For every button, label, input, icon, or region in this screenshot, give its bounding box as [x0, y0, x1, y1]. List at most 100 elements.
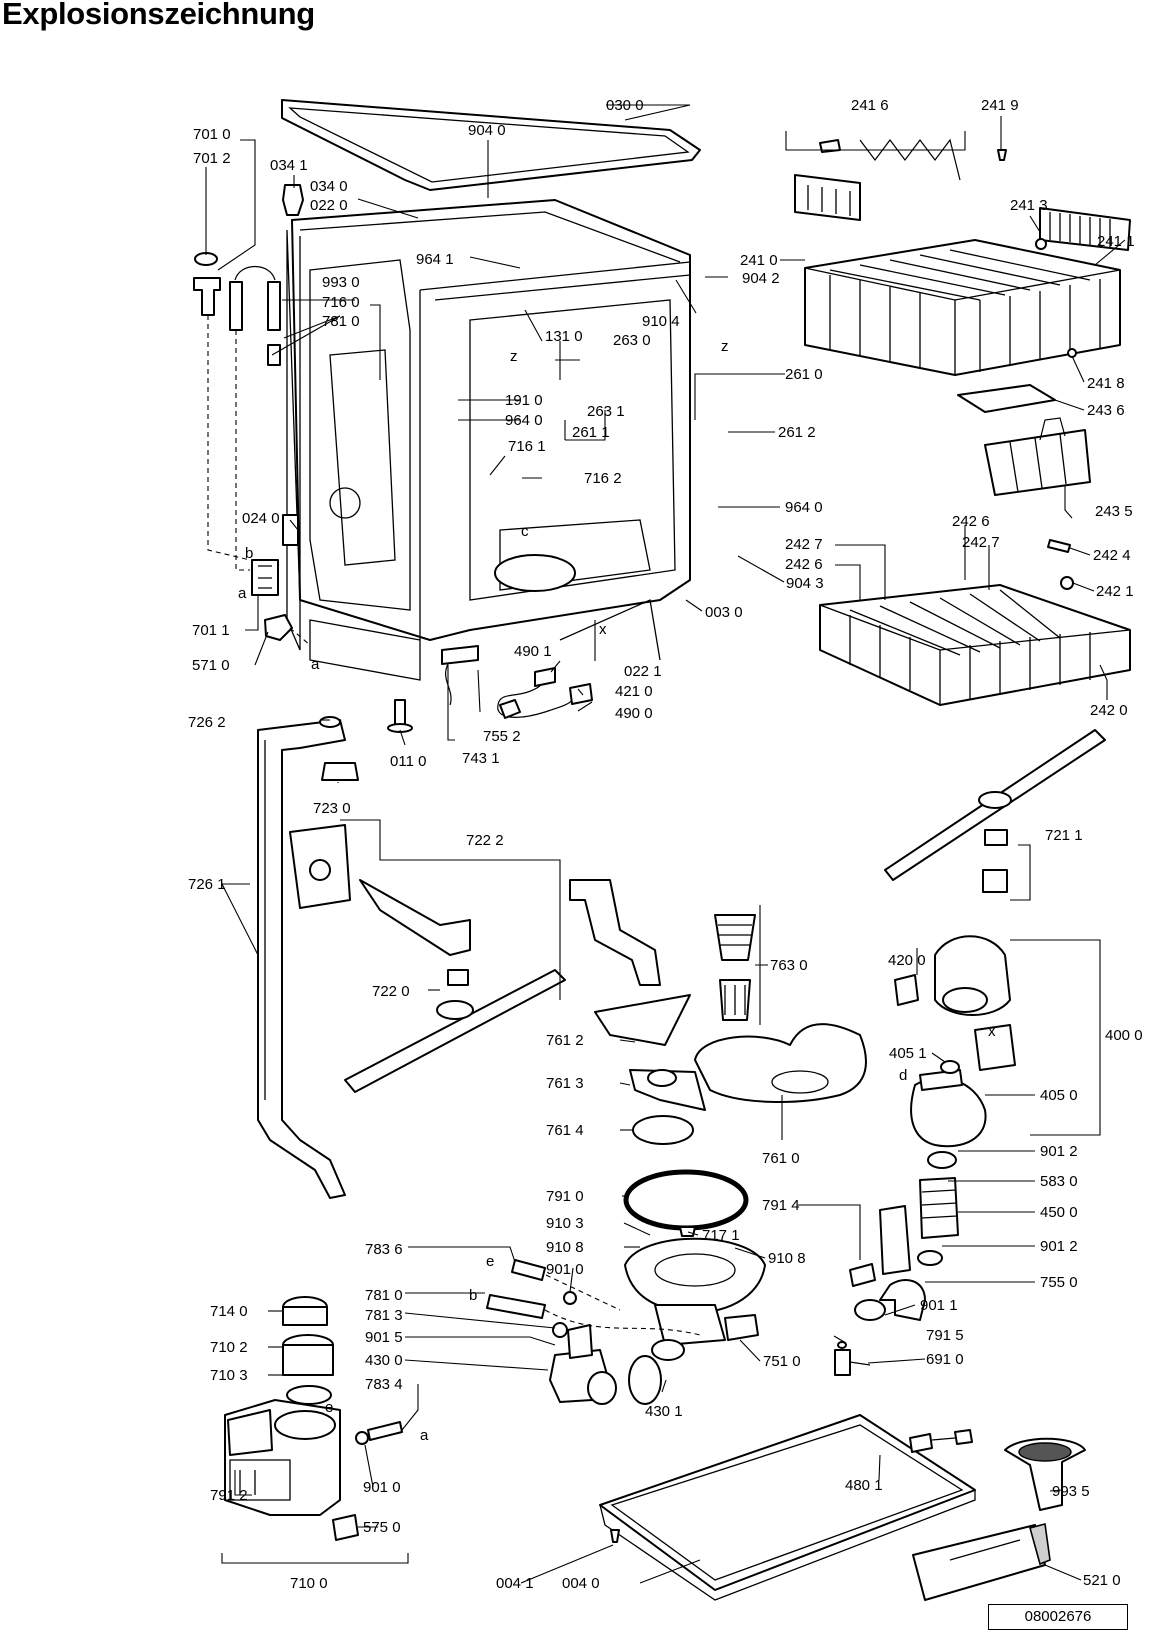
callout-993-0: 993 0 — [322, 274, 360, 291]
callout-781-0-b: 781 0 — [365, 1287, 403, 1304]
callout-701-2: 701 2 — [193, 150, 231, 167]
callout-783-4: 783 4 — [365, 1376, 403, 1393]
cutlery-basket-243-5 — [984, 417, 1091, 496]
sump-751-0 — [624, 1237, 766, 1361]
callout-791-2: 791 2 — [210, 1487, 248, 1504]
sensor-691-0 — [834, 1341, 871, 1376]
callout-421-0: 421 0 — [615, 683, 653, 700]
callout-450-0: 450 0 — [1040, 1204, 1078, 1221]
callout-571-0: 571 0 — [192, 657, 230, 674]
marker-a-2: a — [311, 656, 320, 673]
callout-242-7-a: 242 7 — [785, 536, 823, 553]
callout-743-1: 743 1 — [462, 750, 500, 767]
feed-pipe-726 — [257, 716, 346, 1199]
callout-791-0: 791 0 — [546, 1188, 584, 1205]
foot-011-0 — [387, 699, 413, 733]
callout-241-0: 241 0 — [740, 252, 778, 269]
callout-131-0: 131 0 — [545, 328, 583, 345]
callout-430-1: 430 1 — [645, 1403, 683, 1420]
insert-243-6 — [957, 384, 1056, 413]
callout-716-1: 716 1 — [508, 438, 546, 455]
callout-993-5: 993 5 — [1052, 1483, 1090, 1500]
callout-034-1: 034 1 — [270, 157, 308, 174]
cup-holder-241-6 — [794, 138, 961, 221]
marker-b-2: b — [469, 1287, 477, 1304]
callout-243-5: 243 5 — [1095, 503, 1133, 520]
nozzle-723-0 — [321, 762, 359, 781]
callout-701-1: 701 1 — [192, 622, 230, 639]
callout-labels: 030 0 904 0 701 0 701 2 034 1 034 0 022 … — [188, 97, 1143, 1592]
callout-904-3: 904 3 — [786, 575, 824, 592]
callout-714-0: 714 0 — [210, 1303, 248, 1320]
callout-261-2: 261 2 — [778, 424, 816, 441]
callout-723-0: 723 0 — [313, 800, 351, 817]
callout-901-0-a: 901 0 — [546, 1261, 584, 1278]
part-480-1 — [909, 1429, 973, 1453]
callout-761-2: 761 2 — [546, 1032, 584, 1049]
hoses-781-783 — [355, 1259, 701, 1445]
marker-c: c — [521, 523, 529, 540]
filter-763-0 — [714, 914, 756, 1021]
tub-frame — [291, 199, 691, 681]
callout-003-0: 003 0 — [705, 604, 743, 621]
callout-261-1: 261 1 — [572, 424, 610, 441]
hose-755-0 — [849, 1263, 926, 1321]
callout-022-1: 022 1 — [624, 663, 662, 680]
marker-z-1: z — [510, 348, 518, 365]
callout-761-3: 761 3 — [546, 1075, 584, 1092]
control-panel-521-0 — [912, 1522, 1051, 1601]
callout-420-0: 420 0 — [888, 952, 926, 969]
callout-716-2: 716 2 — [584, 470, 622, 487]
callout-691-0: 691 0 — [926, 1351, 964, 1368]
callout-241-9: 241 9 — [981, 97, 1019, 114]
callout-964-0-b: 964 0 — [785, 499, 823, 516]
callout-755-2: 755 2 — [483, 728, 521, 745]
marker-z-2: z — [721, 338, 729, 355]
callout-901-0-b: 901 0 — [363, 1479, 401, 1496]
callout-781-3: 781 3 — [365, 1307, 403, 1324]
callout-791-4: 791 4 — [762, 1197, 800, 1214]
callout-904-2: 904 2 — [742, 270, 780, 287]
callout-241-3: 241 3 — [1010, 197, 1048, 214]
callout-430-0: 430 0 — [365, 1352, 403, 1369]
callout-901-2-a: 901 2 — [1040, 1143, 1078, 1160]
lower-rack-242-0 — [819, 584, 1131, 706]
callout-241-8: 241 8 — [1087, 375, 1125, 392]
callout-710-3: 710 3 — [210, 1367, 248, 1384]
callout-405-0: 405 0 — [1040, 1087, 1078, 1104]
callout-011-0: 011 0 — [390, 753, 426, 770]
callout-901-5: 901 5 — [365, 1329, 403, 1346]
callout-263-0: 263 0 — [613, 332, 651, 349]
motor-400-0 — [894, 935, 1016, 1071]
callout-242-4: 242 4 — [1093, 547, 1131, 564]
filter-parts-761 — [594, 994, 706, 1145]
callout-024-0: 024 0 — [242, 510, 280, 527]
drain-pump-430-0 — [549, 1324, 662, 1405]
callout-480-1: 480 1 — [845, 1477, 883, 1494]
callout-910-3: 910 3 — [546, 1215, 584, 1232]
screw-004-1 — [610, 1529, 620, 1543]
cable-490 — [497, 667, 593, 719]
heater-450-583 — [879, 1151, 959, 1275]
callout-904-0: 904 0 — [468, 122, 506, 139]
callout-004-0: 004 0 — [562, 1575, 600, 1592]
callout-722-0: 722 0 — [372, 983, 410, 1000]
callout-030-0: 030 0 — [606, 97, 644, 114]
pump-405-0 — [910, 1060, 987, 1148]
callout-910-4: 910 4 — [642, 313, 680, 330]
callout-242-7-b: 242 7 — [962, 534, 1000, 551]
callout-521-0: 521 0 — [1083, 1572, 1121, 1589]
worktop-030-0 — [281, 99, 701, 191]
callout-400-0: 400 0 — [1105, 1027, 1143, 1044]
callout-910-8-a: 910 8 — [546, 1239, 584, 1256]
conduit-upper-mid — [569, 879, 661, 986]
callout-721-1: 721 1 — [1045, 827, 1083, 844]
callout-191-0: 191 0 — [505, 392, 543, 409]
seal-791-0 — [623, 1169, 749, 1231]
callout-575-0: 575 0 — [363, 1519, 401, 1536]
callout-763-0: 763 0 — [770, 957, 808, 974]
page-title: Explosionszeichnung — [2, 0, 315, 31]
valve-571-0 — [264, 614, 311, 646]
drawing-number: 08002676 — [988, 1604, 1128, 1630]
